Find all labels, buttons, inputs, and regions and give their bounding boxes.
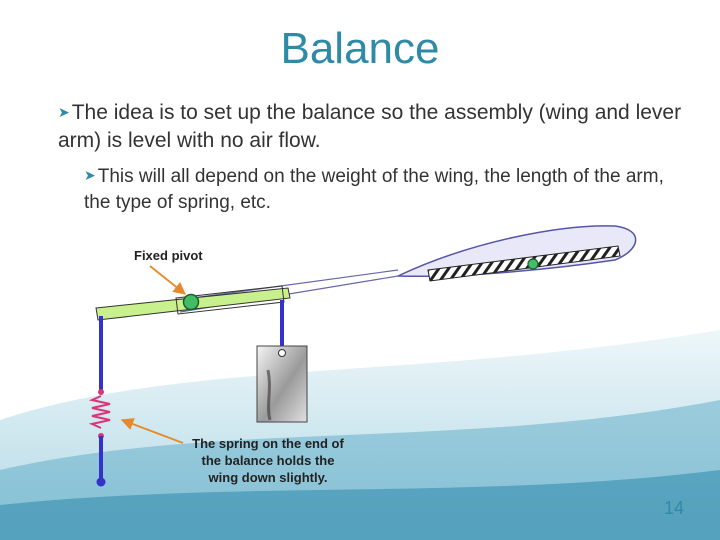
spring-note-line3: wing down slightly.	[208, 470, 328, 485]
page-number: 14	[664, 498, 685, 518]
wing-spar	[427, 245, 621, 282]
spring-arrow	[120, 418, 184, 444]
arrow-bullet-icon: ➤	[84, 167, 96, 183]
wing-attach-point-icon	[527, 258, 539, 270]
slide-title: Balance	[280, 24, 440, 73]
hanging-weight-icon	[256, 345, 308, 423]
anchor-point-icon	[96, 477, 106, 487]
bullet-text-1: The idea is to set up the balance so the…	[58, 101, 682, 152]
spring-note-line1: The spring on the end of	[192, 436, 344, 451]
pivot-circle-icon	[182, 293, 200, 311]
spring-note-line2: the balance holds the	[202, 453, 335, 468]
bullet-text-2: This will all depend on the weight of th…	[84, 166, 664, 213]
fixed-pivot-arrow	[149, 265, 186, 295]
arrow-bullet-icon: ➤	[58, 104, 70, 120]
wing-airfoil	[397, 225, 637, 277]
coil-spring-icon	[88, 395, 111, 429]
bullet-item-1: ➤The idea is to set up the balance so th…	[58, 98, 688, 155]
fixed-pivot-label: Fixed pivot	[134, 248, 203, 263]
bullet-item-2: ➤This will all depend on the weight of t…	[84, 162, 674, 216]
